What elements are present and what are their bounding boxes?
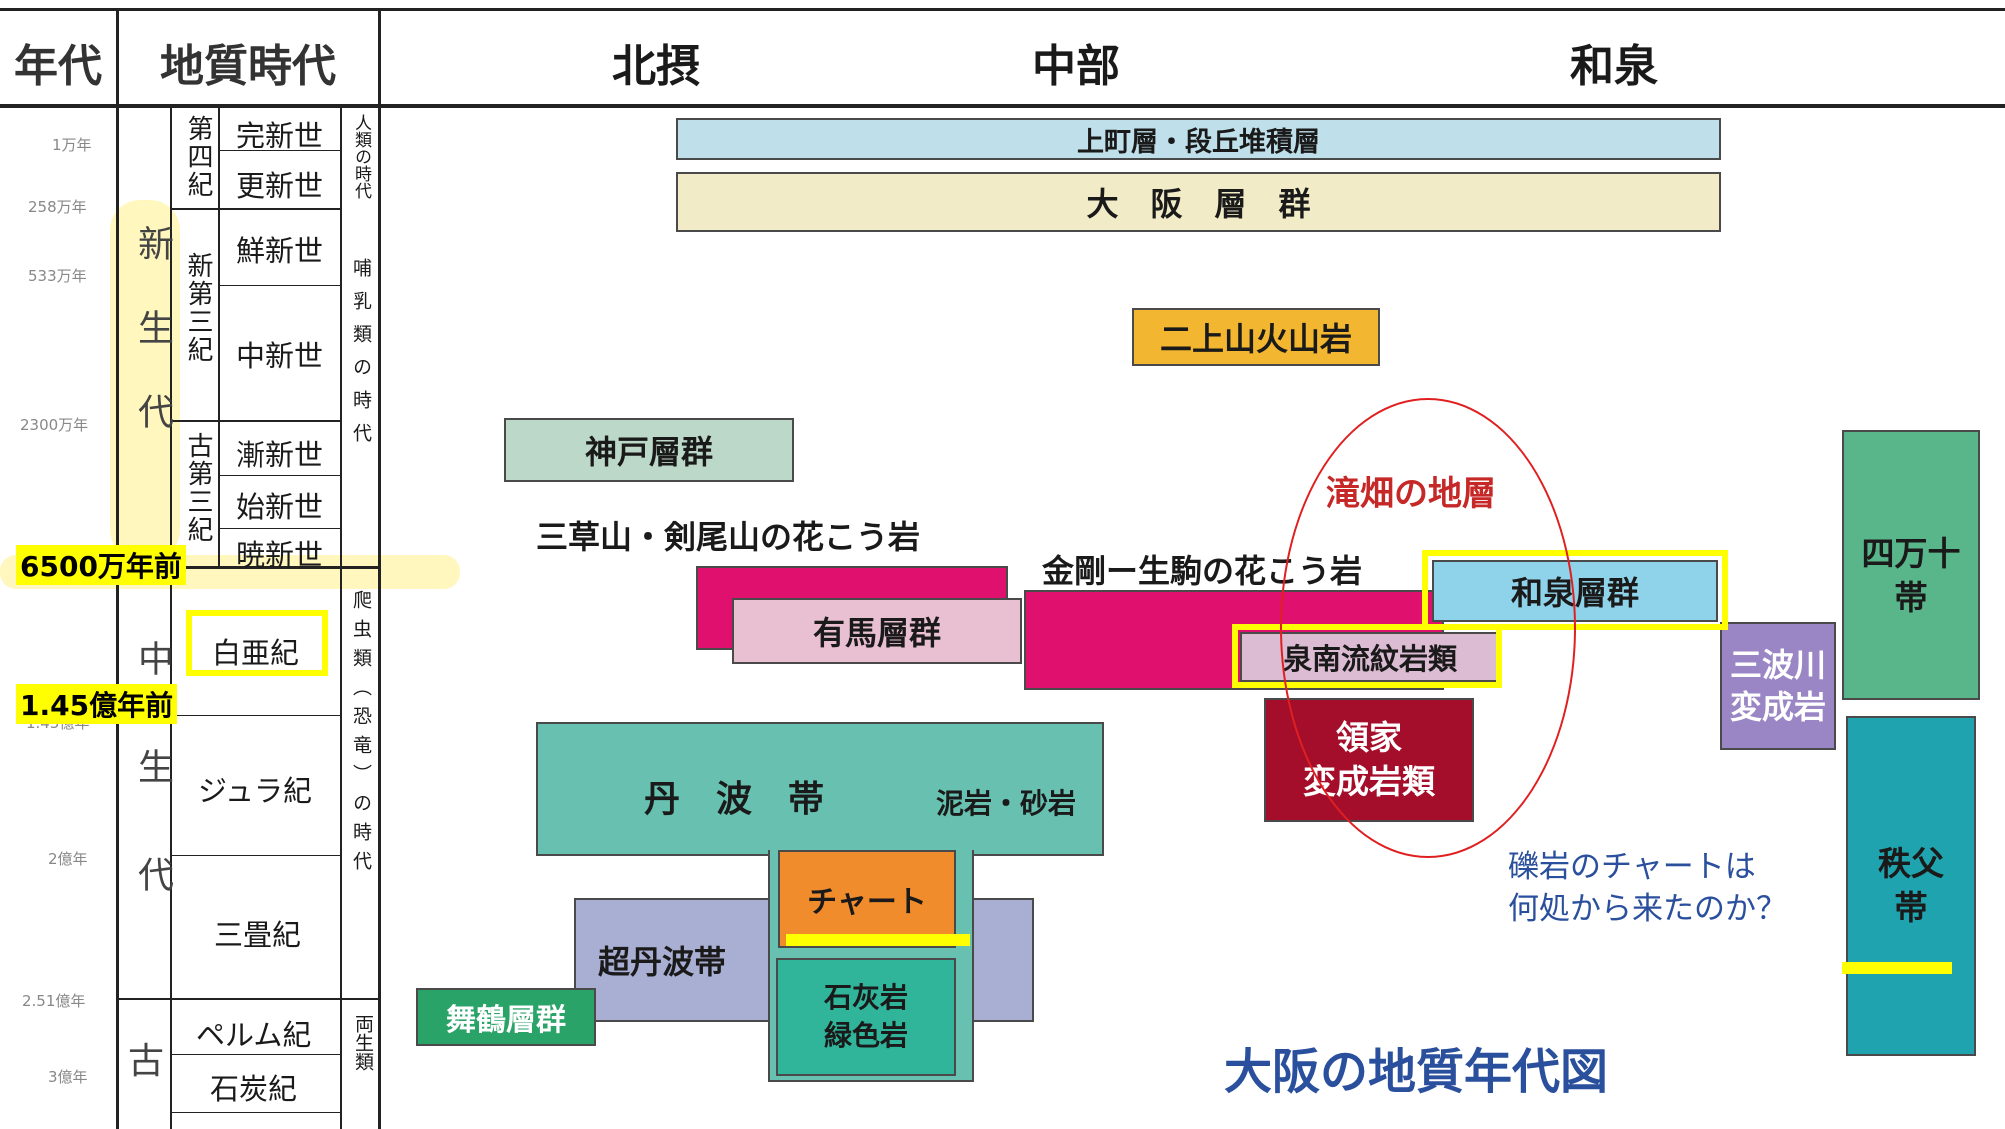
life-age-human: 人類の時代 [351, 114, 371, 199]
age-tick: 2300万年 [20, 416, 89, 434]
era-cenozoic: 新生代 [132, 225, 173, 477]
question-note: 礫岩のチャートは 何処から来たのか？ [1508, 849, 1787, 927]
period-quaternary: 第四紀 [183, 115, 213, 199]
unit-chert: チャート [778, 850, 956, 948]
row-line [170, 715, 340, 716]
unit-maizuru: 舞鶴層群 [416, 988, 596, 1046]
row-line [170, 1054, 340, 1055]
epoch-paleocene: 暁新世 [236, 538, 324, 572]
unit-uemachi: 上町層・段丘堆積層 [676, 118, 1721, 160]
unit-limestone: 石灰岩 緑色岩 [776, 958, 956, 1076]
header-geologic-period: 地質時代 [160, 41, 336, 92]
unit-kobe: 神戸層群 [504, 418, 794, 482]
highlight-line-chichibu [1842, 962, 1952, 974]
age-tick: 2億年 [48, 850, 88, 868]
epoch-pliocene: 鮮新世 [236, 234, 324, 268]
age-tick: 258万年 [28, 198, 87, 216]
row-line [170, 420, 340, 422]
epoch-pleistocene: 更新世 [236, 169, 324, 203]
era-paleozoic: 古 [128, 1041, 165, 1082]
unit-shimanto: 四万十 帯 [1842, 430, 1980, 700]
period-col-divider-cz [218, 108, 220, 566]
region-header-central: 中部 [1032, 41, 1120, 92]
row-line [218, 528, 340, 529]
unit-tanba [536, 722, 1104, 856]
epoch-holocene: 完新世 [236, 119, 324, 153]
label-mikusa-granite: 三草山・剣尾山の花こう岩 [536, 518, 921, 556]
row-line [170, 566, 378, 569]
life-age-amphibian: 両生類 [352, 1014, 374, 1071]
period-triassic: 三畳紀 [214, 918, 302, 952]
takihata-label: 滝畑の地層 [1326, 474, 1496, 514]
highlight-line-chert [786, 934, 970, 946]
row-line [170, 855, 340, 856]
diagram-title: 大阪の地質年代図 [1224, 1044, 1609, 1100]
unit-tanba-label: 丹 波 帯 [644, 779, 825, 820]
unit-osaka-group: 大 阪 層 群 [676, 172, 1721, 232]
life-age-reptile: 爬虫類（恐竜）の時代 [350, 590, 372, 880]
life-age-mammal: 哺乳類の時代 [350, 258, 372, 456]
col-divider-2 [378, 8, 381, 1129]
marker-highlight-cenozoic [110, 200, 180, 560]
header-age: 年代 [14, 41, 102, 92]
takihata-circle [1280, 398, 1576, 858]
epoch-oligocene: 漸新世 [236, 438, 324, 472]
age-tick: 3億年 [48, 1068, 88, 1086]
era-col-divider [170, 108, 172, 1129]
epoch-eocene: 始新世 [236, 490, 324, 524]
unit-sanbagawa: 三波川 変成岩 [1720, 622, 1836, 750]
row-line [218, 475, 340, 476]
row-line [170, 1112, 340, 1113]
unit-nijosan: 二上山火山岩 [1132, 308, 1380, 366]
region-header-izumi: 和泉 [1570, 41, 1658, 92]
period-paleogene: 古第三紀 [183, 432, 213, 544]
row-line [116, 998, 378, 1000]
unit-tanba-sublabel: 泥岩・砂岩 [936, 787, 1077, 820]
row-line [218, 285, 340, 286]
region-header-north: 北摂 [612, 41, 700, 92]
period-permian: ペルム紀 [196, 1018, 312, 1052]
period-carboniferous: 石炭紀 [210, 1072, 298, 1106]
epoch-col-divider [340, 108, 342, 1129]
row-line [218, 150, 340, 151]
age-tick: 1万年 [52, 136, 92, 154]
age-tick: 2.51億年 [22, 992, 86, 1010]
highlight-box-cretaceous [186, 610, 328, 676]
period-neogene: 新第三紀 [183, 252, 213, 364]
table-top-border [0, 8, 2005, 11]
unit-chichibu: 秩父 帯 [1846, 716, 1976, 1056]
note-145ma: 1.45億年前 [16, 684, 178, 724]
period-jurassic: ジュラ紀 [198, 774, 312, 808]
age-tick: 533万年 [28, 267, 87, 285]
period-cretaceous: 白亜紀 [212, 636, 300, 670]
note-65ma: 6500万年前 [16, 545, 186, 585]
row-line [170, 208, 340, 210]
epoch-miocene: 中新世 [236, 339, 324, 373]
header-bottom-border [0, 104, 2005, 108]
unit-arima: 有馬層群 [732, 598, 1022, 664]
